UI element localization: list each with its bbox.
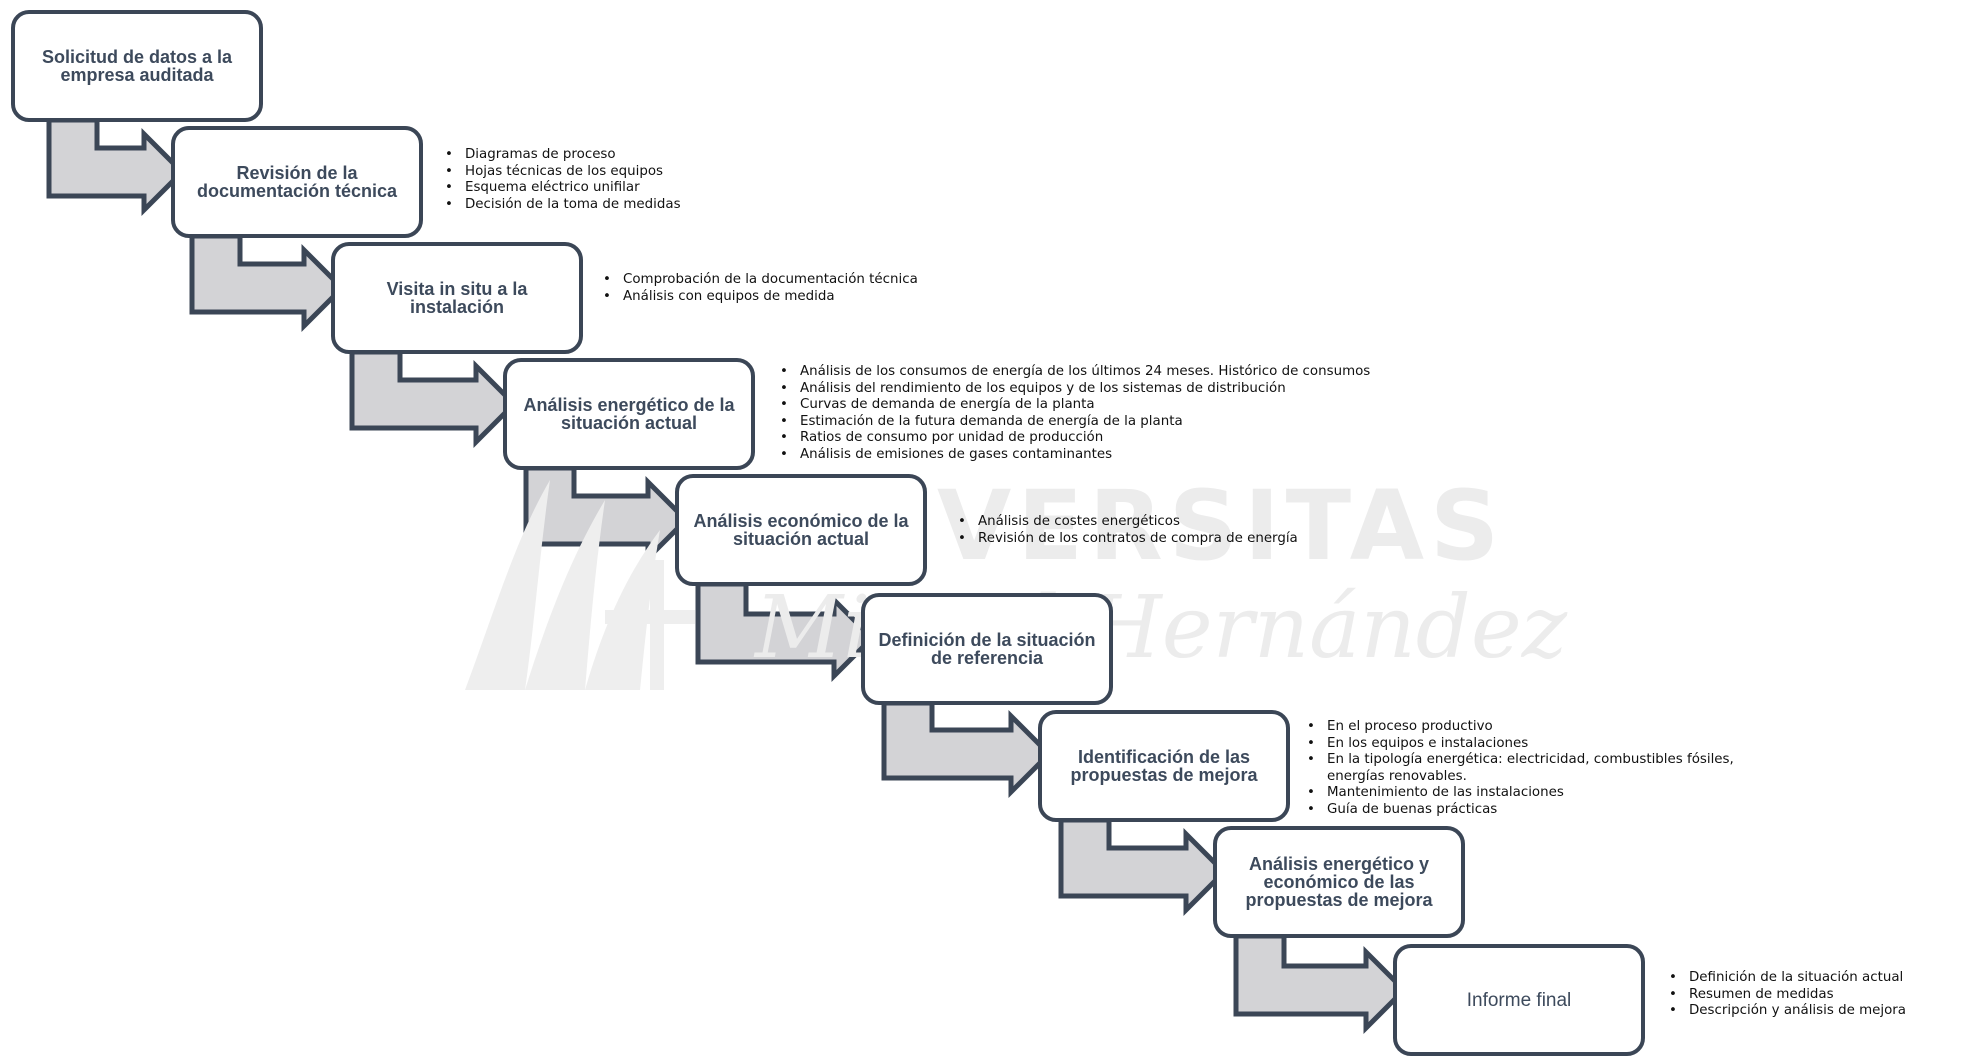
connector-arrow-8 <box>1233 933 1408 1035</box>
step-revision-documentacion: Revisión de la documentación técnica <box>171 126 423 238</box>
connector-arrow-7 <box>1058 817 1228 917</box>
step-label: Visita in situ a la instalación <box>386 279 528 317</box>
connector-arrow-3 <box>349 349 518 449</box>
bullets-revision-documentacion: Diagramas de proceso Hojas técnicas de l… <box>444 147 681 213</box>
list-item: Descripción y análisis de mejora <box>1668 1003 1906 1020</box>
step-analisis-economico: Análisis económico de la situación actua… <box>675 474 927 586</box>
connector-arrow-1 <box>46 117 186 217</box>
connector-arrow-5 <box>695 581 876 683</box>
step-analisis-energetico: Análisis energético de la situación actu… <box>503 358 755 470</box>
step-propuestas-mejora: Identificación de las propuestas de mejo… <box>1038 710 1290 822</box>
list-item: Análisis de costes energéticos <box>957 514 1298 531</box>
list-item: Diagramas de proceso <box>444 147 681 164</box>
list-item: Hojas técnicas de los equipos <box>444 164 681 181</box>
step-visita-in-situ: Visita in situ a la instalación <box>331 242 583 354</box>
connector-arrow-4 <box>523 465 690 565</box>
list-item: En los equipos e instalaciones <box>1306 736 1771 753</box>
list-item: Definición de la situación actual <box>1668 970 1906 987</box>
bullets-propuestas-mejora: En el proceso productivo En los equipos … <box>1306 719 1771 818</box>
step-analisis-propuestas: Análisis energético y económico de las p… <box>1213 826 1465 938</box>
step-label: Informe final <box>1466 989 1572 1011</box>
list-item: Mantenimiento de las instalaciones <box>1306 785 1771 802</box>
step-label: Análisis económico de la situación actua… <box>693 511 909 549</box>
list-item: Resumen de medidas <box>1668 987 1906 1004</box>
bullets-informe-final: Definición de la situación actual Resume… <box>1668 970 1906 1020</box>
step-label: Identificación de las propuestas de mejo… <box>1070 747 1258 785</box>
list-item: Estimación de la futura demanda de energ… <box>779 414 1370 431</box>
step-label: Análisis energético y económico de las p… <box>1245 854 1433 910</box>
step-label: Definición de la situación de referencia <box>878 630 1096 668</box>
list-item: Curvas de demanda de energía de la plant… <box>779 397 1370 414</box>
list-item: Análisis del rendimiento de los equipos … <box>779 381 1370 398</box>
list-item: Guía de buenas prácticas <box>1306 802 1771 819</box>
step-label: Revisión de la documentación técnica <box>196 163 398 201</box>
list-item: Análisis de los consumos de energía de l… <box>779 364 1370 381</box>
connector-arrow-2 <box>189 233 346 333</box>
step-situacion-referencia: Definición de la situación de referencia <box>861 593 1113 705</box>
step-solicitud-datos: Solicitud de datos a la empresa auditada <box>11 10 263 122</box>
list-item: Decisión de la toma de medidas <box>444 197 681 214</box>
bullets-visita-in-situ: Comprobación de la documentación técnica… <box>602 272 947 305</box>
list-item: Esquema eléctrico unifilar <box>444 180 681 197</box>
bullets-analisis-economico: Análisis de costes energéticos Revisión … <box>957 514 1298 547</box>
list-item: En el proceso productivo <box>1306 719 1771 736</box>
connector-arrow-6 <box>881 700 1053 799</box>
list-item: Análisis de emisiones de gases contamina… <box>779 447 1370 464</box>
list-item: Análisis con equipos de medida <box>602 289 947 306</box>
list-item: Revisión de los contratos de compra de e… <box>957 531 1298 548</box>
list-item: Comprobación de la documentación técnica <box>602 272 947 289</box>
bullets-analisis-energetico: Análisis de los consumos de energía de l… <box>779 364 1370 463</box>
step-informe-final: Informe final <box>1393 944 1645 1056</box>
list-item: Ratios de consumo por unidad de producci… <box>779 430 1370 447</box>
step-label: Solicitud de datos a la empresa auditada <box>41 47 233 85</box>
list-item: En la tipología energética: electricidad… <box>1306 752 1771 785</box>
step-label: Análisis energético de la situación actu… <box>523 395 735 433</box>
